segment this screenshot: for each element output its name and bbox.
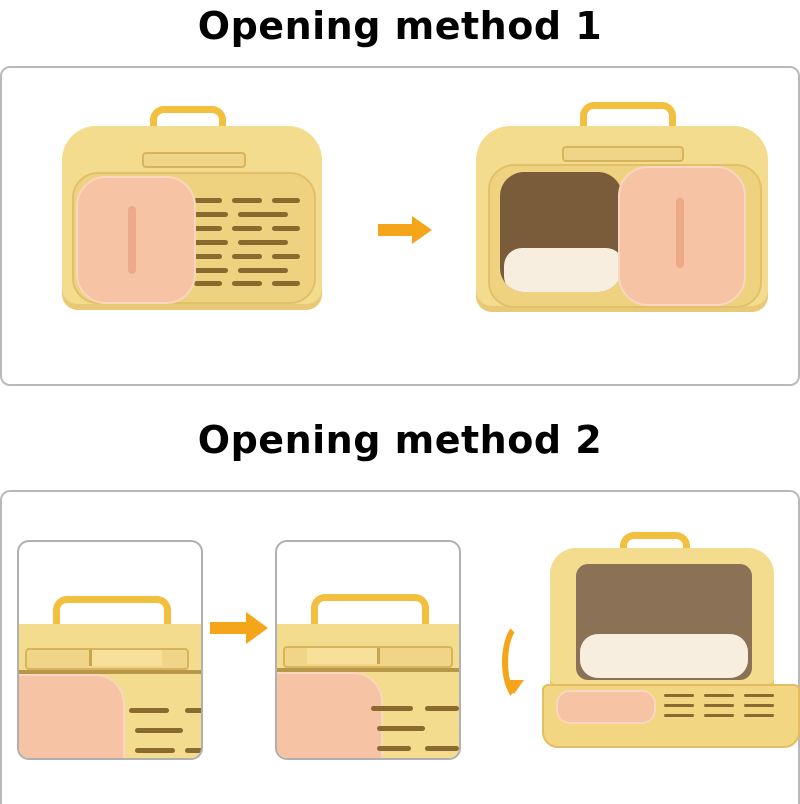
door-knob: [676, 198, 684, 268]
handle: [620, 532, 690, 555]
latch-locked-closeup: [17, 540, 203, 760]
curved-arrow-head: [504, 680, 524, 694]
bed-cushion: [580, 634, 748, 678]
curved-arrow-down-icon: [502, 620, 544, 704]
handle: [580, 102, 676, 133]
bed-cushion: [504, 248, 622, 292]
arrow-right-head: [246, 612, 268, 644]
handle: [53, 596, 171, 631]
interior: [576, 564, 752, 680]
method-2-panel: [0, 490, 800, 804]
section-title-1: Opening method 1: [197, 4, 603, 48]
arrow-right-icon: [210, 622, 248, 634]
section-title-2: Opening method 2: [197, 418, 603, 462]
door-knob: [128, 206, 136, 274]
front-door: [19, 674, 125, 758]
latch: [142, 152, 246, 168]
arrow-right-icon: [378, 224, 412, 236]
carrier-closed-image: [42, 106, 342, 326]
handle: [311, 594, 429, 629]
front-door: [277, 672, 383, 758]
front-door-folded: [556, 690, 656, 724]
carrier-front-folded-image: [532, 532, 800, 762]
latch-unlocked-closeup: [275, 540, 461, 760]
front-door: [76, 176, 196, 304]
carrier-open-image: [462, 102, 782, 332]
arrow-right-head: [412, 216, 432, 244]
handle: [150, 106, 226, 133]
latch: [562, 146, 684, 162]
method-1-panel: [0, 66, 800, 386]
door-opening: [500, 172, 622, 292]
